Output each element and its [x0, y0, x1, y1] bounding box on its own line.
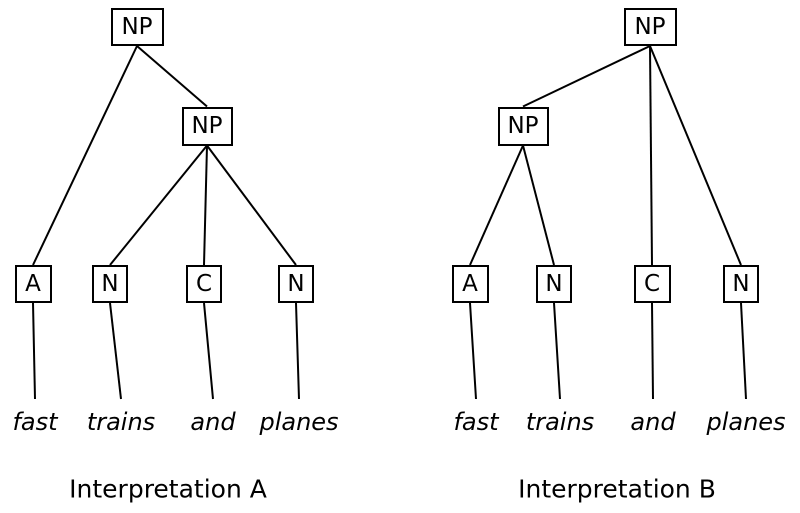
tree-edge	[136, 45, 208, 108]
tree-edge	[109, 144, 208, 266]
tree-edge	[32, 302, 36, 400]
tree-edge	[553, 302, 561, 400]
tree-edge	[206, 144, 297, 266]
tree-edge	[649, 45, 653, 266]
tree-edge	[469, 145, 524, 266]
tree-edge	[522, 45, 651, 108]
tree-a-edges	[32, 45, 300, 400]
tree-edge	[651, 302, 654, 400]
tree-edge	[203, 302, 214, 400]
tree-edge	[469, 302, 477, 400]
tree-b-edges	[469, 45, 747, 400]
tree-edge	[32, 45, 138, 266]
tree-edge	[740, 302, 747, 400]
tree-edge	[203, 145, 208, 266]
tree-edge	[295, 302, 300, 400]
tree-edge	[522, 145, 555, 266]
tree-edge	[649, 45, 742, 266]
tree-edge	[109, 302, 122, 400]
